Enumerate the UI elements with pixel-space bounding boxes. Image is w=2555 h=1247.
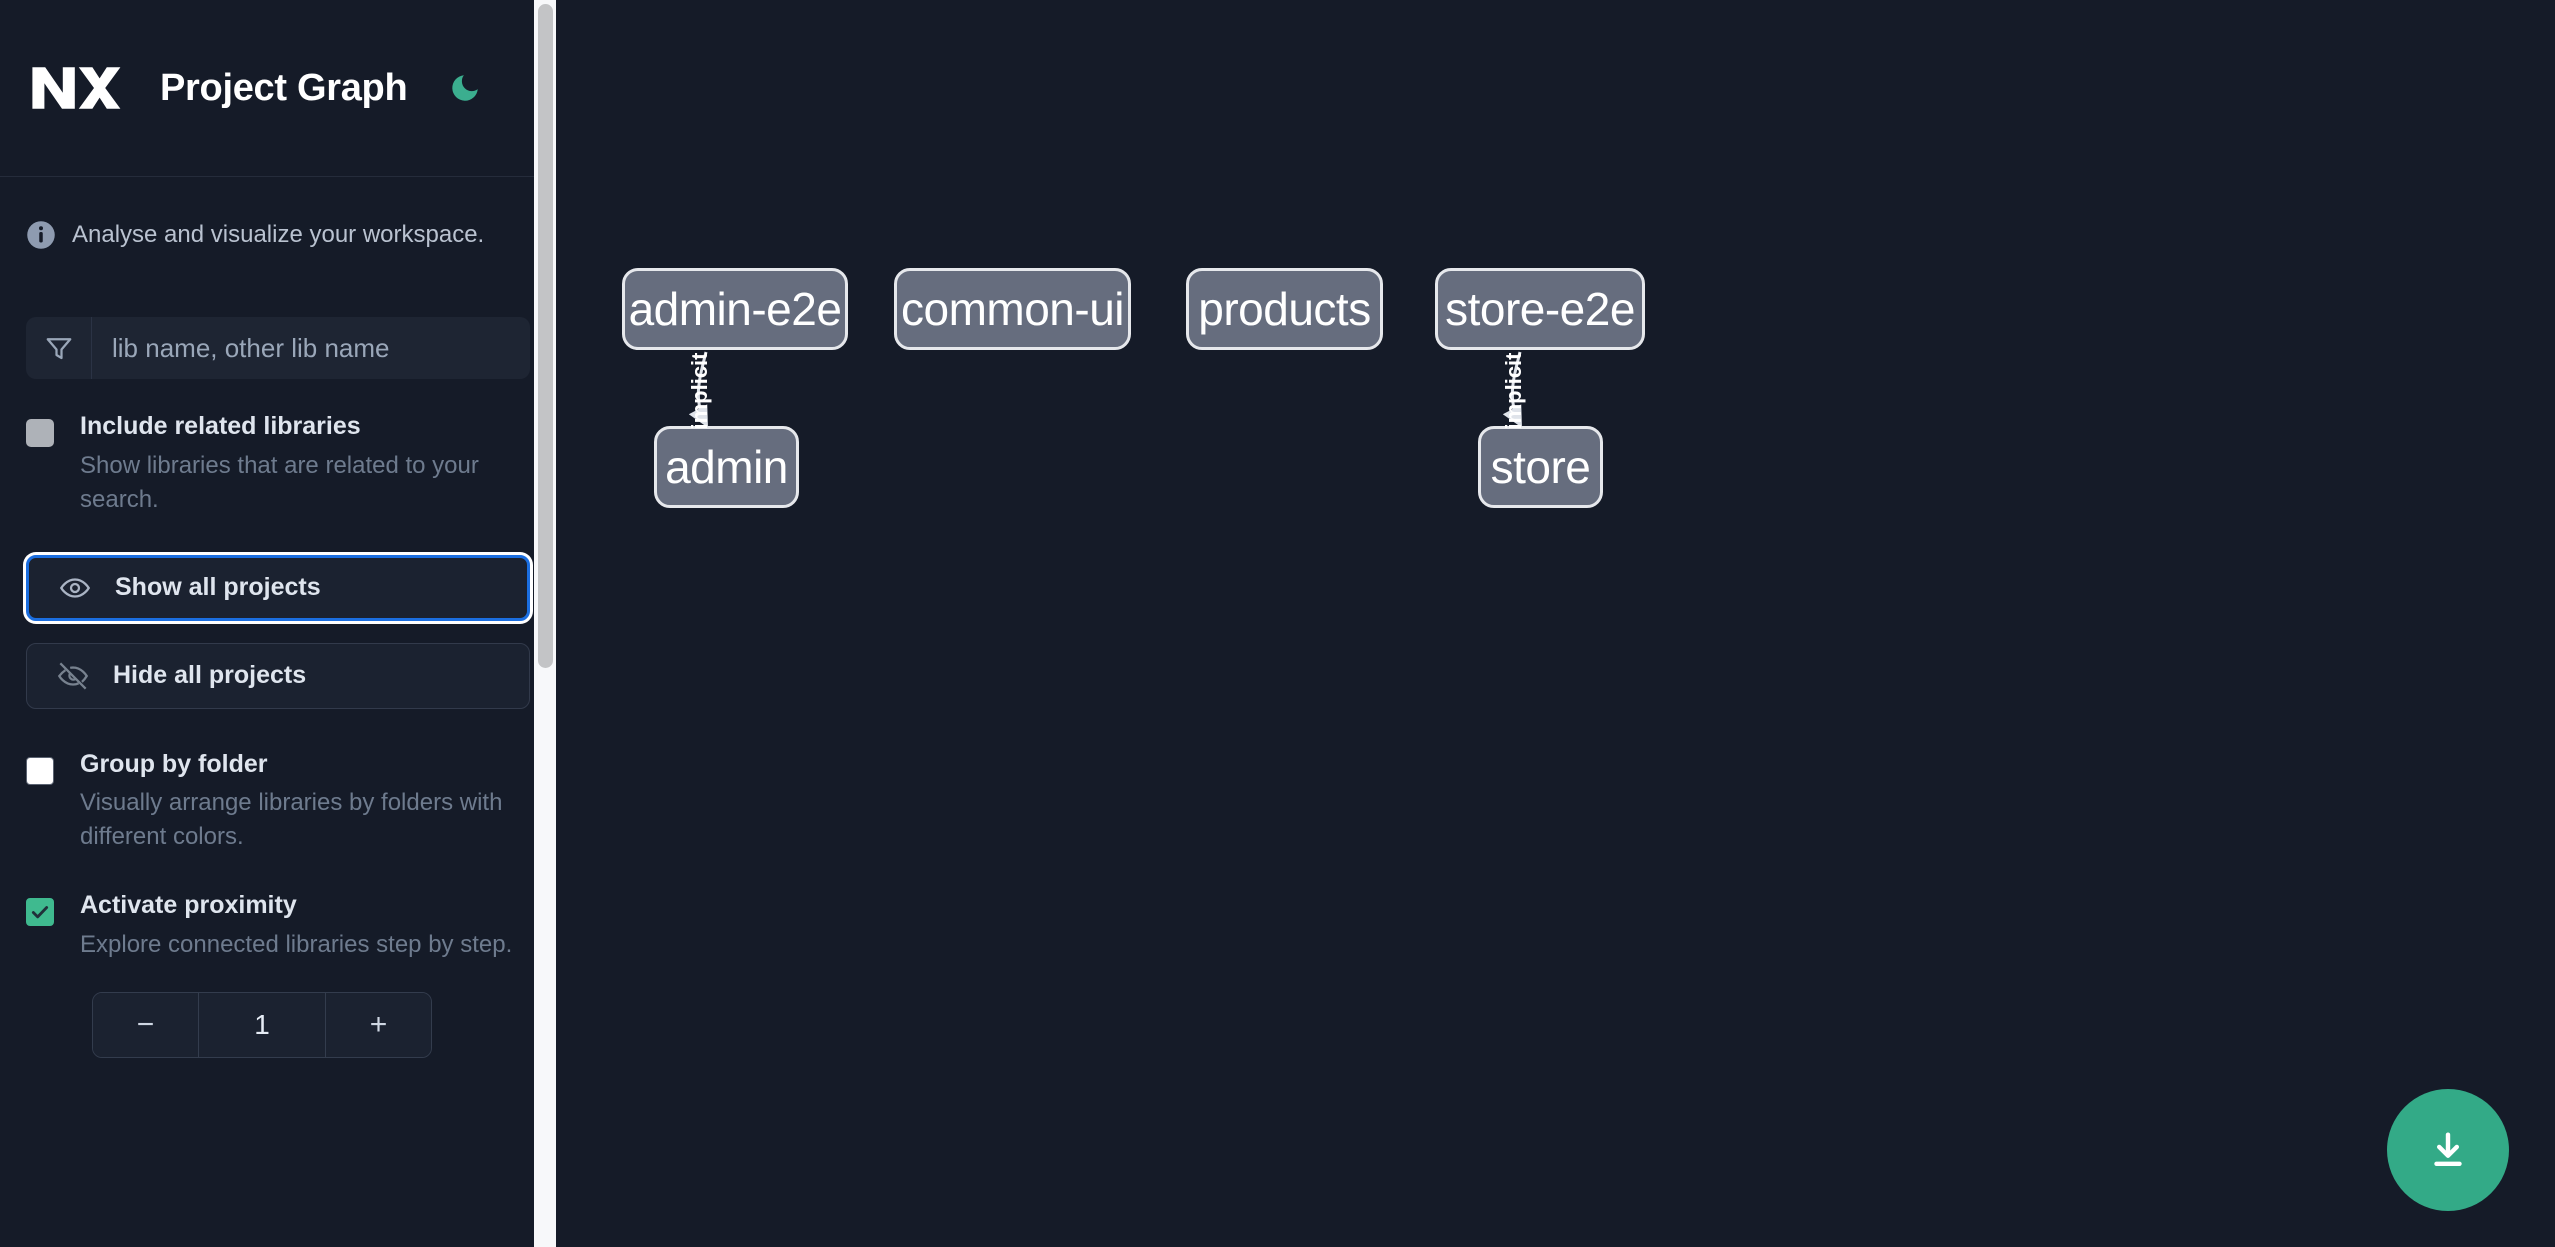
tagline-text: Analyse and visualize your workspace. — [72, 221, 485, 248]
group-by-folder-description: Visually arrange libraries by folders wi… — [80, 789, 503, 851]
checkmark-icon — [31, 906, 49, 919]
graph-node-admin-e2e[interactable]: admin-e2e — [622, 268, 848, 350]
graph-edge-label-store: implicit — [1501, 352, 1526, 430]
activate-proximity-description: Explore connected libraries step by step… — [80, 930, 513, 958]
graph-node-label: store — [1490, 441, 1591, 493]
graph-node-admin[interactable]: admin — [654, 426, 799, 508]
graph-canvas[interactable]: admin-e2e common-ui products store-e2e a… — [556, 0, 2555, 1247]
group-by-folder-checkbox[interactable] — [26, 756, 54, 785]
info-icon — [26, 220, 56, 250]
option-group-by-folder[interactable]: Group by folder Visually arrange librari… — [26, 749, 530, 855]
sidebar-scrollbar-thumb[interactable] — [538, 4, 553, 668]
hide-all-projects-label: Hide all projects — [113, 661, 307, 690]
graph-node-store-e2e[interactable]: store-e2e — [1435, 268, 1645, 350]
graph-node-label: admin-e2e — [628, 283, 842, 335]
graph-node-label: products — [1198, 283, 1371, 335]
sidebar-body: Analyse and visualize your workspace. In… — [0, 215, 556, 1058]
sidebar-scrollbar[interactable] — [534, 0, 556, 1247]
download-button[interactable] — [2387, 1089, 2509, 1211]
include-related-libraries-checkbox[interactable] — [26, 419, 54, 447]
show-all-projects-button[interactable]: Show all projects — [26, 554, 530, 621]
show-all-projects-label: Show all projects — [115, 573, 321, 602]
graph-edges — [688, 351, 1522, 428]
proximity-stepper: − 1 + — [92, 991, 432, 1058]
graph-edge-label-admin: implicit — [687, 352, 712, 430]
include-related-libraries-description: Show libraries that are related to your … — [80, 451, 479, 513]
search-input[interactable] — [92, 317, 530, 379]
graph-node-label: common-ui — [900, 283, 1125, 335]
sidebar: Project Graph Analyse and visualize your… — [0, 0, 556, 1247]
graph-node-common-ui[interactable]: common-ui — [894, 268, 1131, 350]
proximity-increment-button[interactable]: + — [326, 992, 431, 1057]
proximity-value: 1 — [198, 992, 326, 1057]
tagline: Analyse and visualize your workspace. — [26, 215, 530, 255]
option-activate-proximity[interactable]: Activate proximity Explore connected lib… — [26, 892, 530, 962]
graph-node-label: admin — [665, 441, 788, 493]
option-include-related-libraries[interactable]: Include related libraries Show libraries… — [26, 412, 530, 517]
eye-off-icon — [57, 659, 91, 693]
graph-node-label: store-e2e — [1445, 283, 1635, 335]
filter-funnel-icon — [26, 317, 92, 379]
download-icon — [2434, 1132, 2462, 1167]
moon-icon[interactable] — [443, 66, 487, 110]
include-related-libraries-label: Include related libraries — [80, 412, 361, 440]
proximity-decrement-button[interactable]: − — [93, 992, 198, 1057]
page-title: Project Graph — [160, 66, 408, 109]
nx-logo-icon — [26, 56, 122, 120]
eye-icon — [59, 571, 93, 605]
graph-node-products[interactable]: products — [1186, 268, 1383, 350]
sidebar-header: Project Graph — [0, 0, 556, 177]
filter-box — [26, 317, 530, 379]
group-by-folder-label: Group by folder — [80, 749, 268, 778]
activate-proximity-checkbox[interactable] — [26, 898, 54, 927]
graph-node-store[interactable]: store — [1478, 426, 1603, 508]
hide-all-projects-button[interactable]: Hide all projects — [26, 642, 530, 709]
activate-proximity-label: Activate proximity — [80, 891, 297, 920]
